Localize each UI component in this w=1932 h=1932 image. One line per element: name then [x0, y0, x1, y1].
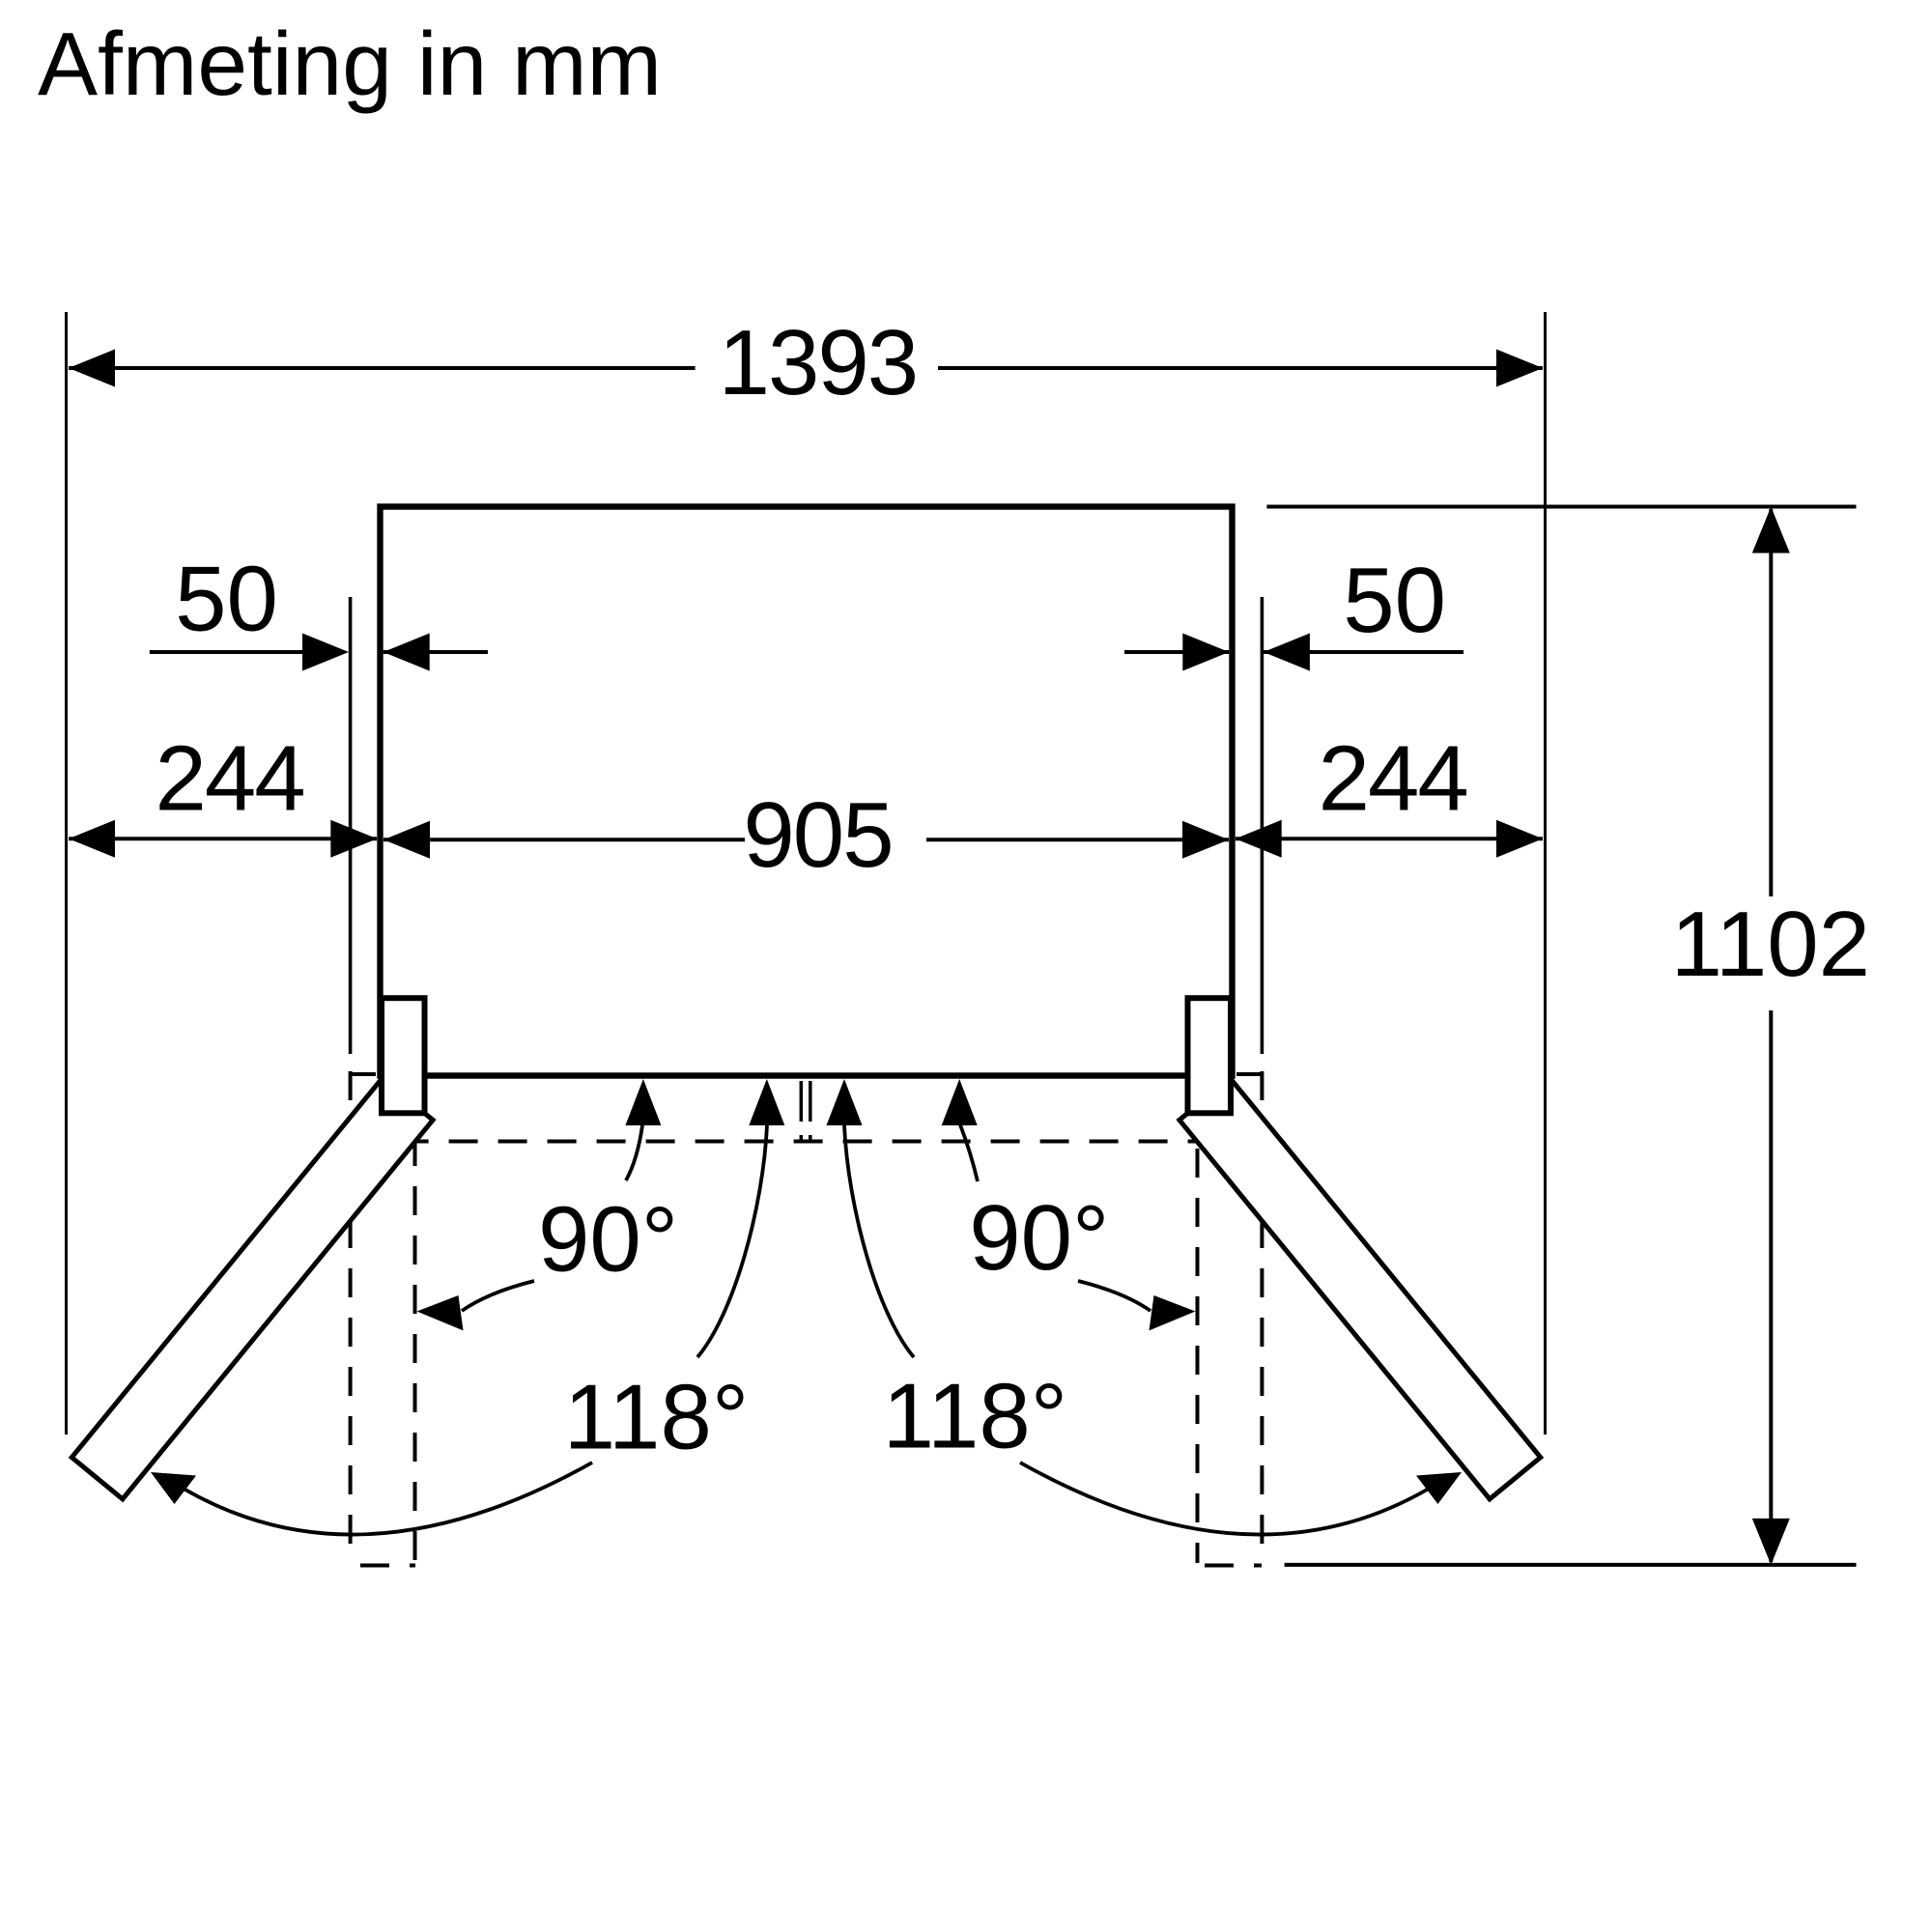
svg-text:50: 50 — [175, 548, 278, 651]
svg-text:1102: 1102 — [1671, 893, 1870, 996]
svg-text:1393: 1393 — [719, 311, 918, 414]
svg-text:Afmeting in mm: Afmeting in mm — [38, 14, 662, 114]
svg-text:244: 244 — [156, 726, 304, 830]
svg-text:90°: 90° — [969, 1186, 1109, 1290]
svg-text:244: 244 — [1319, 726, 1467, 830]
svg-text:90°: 90° — [538, 1187, 678, 1291]
svg-text:905: 905 — [743, 783, 892, 887]
svg-text:50: 50 — [1343, 549, 1446, 652]
svg-text:118°: 118° — [564, 1365, 749, 1468]
svg-text:118°: 118° — [883, 1365, 1067, 1468]
